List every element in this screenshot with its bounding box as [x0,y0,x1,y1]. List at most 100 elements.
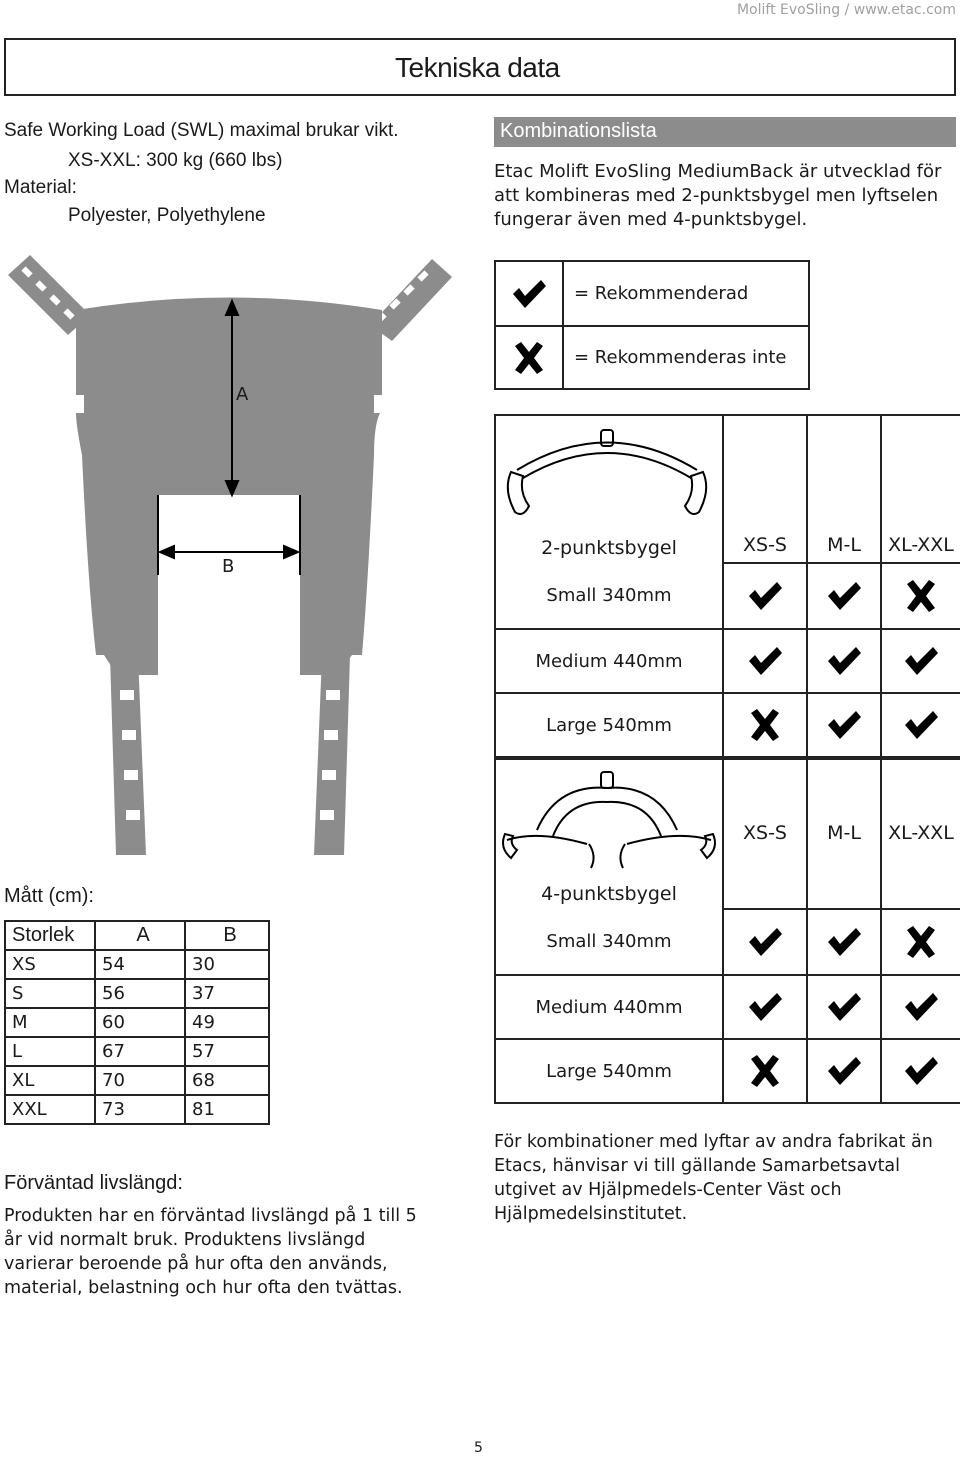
check-icon [826,711,862,739]
four-point-bar-cell: 4-punktsbygel [494,758,724,909]
b-cell: 37 [184,978,270,1009]
b-cell: 30 [184,949,270,980]
mark-cell [806,1038,882,1104]
dimension-a [224,298,240,498]
mark-cell [880,974,960,1040]
mark-cell [806,692,882,758]
four-point-title: 4-punktsbygel [541,883,677,905]
check-icon [826,928,862,956]
check-icon [826,647,862,675]
four-point-row-small: Small 340mm [494,909,724,976]
title-box [4,38,956,96]
mark-cell [880,1038,960,1104]
a-cell: 73 [94,1094,186,1125]
b-cell: 49 [184,1007,270,1038]
right-leg-strap [314,655,350,855]
left-leg-strap [110,655,146,855]
label-b: B [222,556,235,577]
a-cell: 67 [94,1036,186,1067]
a-cell: 70 [94,1065,186,1096]
mark-cell [880,908,960,976]
kombinationslista-text: Etac Molift EvoSling MediumBack är utvec… [494,161,942,230]
check-icon [747,582,783,610]
size-header-xl-xxl: XL-XXL [880,414,960,564]
size-cell: M [4,1007,96,1038]
a-cell: 54 [94,949,186,980]
size-cell: S [4,978,96,1009]
mark-cell [722,562,808,630]
check-icon [903,647,939,675]
four-point-bar-icon [502,771,716,869]
two-point-bar-cell: 2-punktsbygel [494,414,724,563]
cross-icon [747,1055,783,1087]
four-point-row-large: Large 540mm [494,1038,724,1104]
measurements-title: Mått (cm): [4,885,94,907]
check-icon [903,1057,939,1085]
page-title: Tekniska data [395,52,560,83]
mark-cell [722,628,808,694]
b-cell: 68 [184,1065,270,1096]
kombinationslista-title: Kombinationslista [500,120,657,142]
cross-icon [903,580,939,612]
size-cell: XL [4,1065,96,1096]
label-a: A [236,384,249,405]
size-cell: XS [4,949,96,980]
mark-cell [722,974,808,1040]
size-header-m-l: M-L [806,758,882,910]
cross-icon [903,926,939,958]
b-cell: 81 [184,1094,270,1125]
page-number: 5 [474,1440,483,1456]
two-point-row-small: Small 340mm [494,563,724,630]
size-header-xl-xxl: XL-XXL [880,758,960,910]
check-icon [747,928,783,956]
mark-cell [722,908,808,976]
check-icon [903,993,939,1021]
size-cell: XXL [4,1094,96,1125]
legend-not-recommended: = Rekommenderas inte [574,347,787,368]
measurements-header-size: Storlek [4,920,96,951]
dimension-b [157,495,301,575]
swl-label: Safe Working Load (SWL) maximal brukar v… [4,120,399,141]
legend: = Rekommenderad = Rekommenderas inte [494,260,810,390]
mark-cell [880,692,960,758]
check-icon [496,262,564,325]
size-header-xs-s: XS-S [722,758,808,910]
running-title: Molift EvoSling / www.etac.com [736,2,956,18]
lifetime-text: Produkten har en förväntad livslängd på … [4,1206,417,1298]
measurements-header-b: B [185,920,270,951]
measurements-header-a: A [95,920,186,951]
four-point-row-medium: Medium 440mm [494,974,724,1040]
size-header-xs-s: XS-S [722,414,808,564]
b-cell: 57 [184,1036,270,1067]
mark-cell [806,562,882,630]
two-point-table: 2-punktsbygel XS-S M-L XL-XXL Small 340m… [494,414,960,758]
legend-recommended: = Rekommenderad [574,283,749,304]
mark-cell [880,562,960,630]
two-point-title: 2-punktsbygel [541,537,677,559]
mark-cell [880,628,960,694]
mark-cell [722,1038,808,1104]
size-header-m-l: M-L [806,414,882,564]
right-top-strap [370,259,452,341]
cross-icon [747,709,783,741]
swl-value: XS-XXL: 300 kg (660 lbs) [68,150,283,171]
check-icon [747,993,783,1021]
size-cell: L [4,1036,96,1067]
a-cell: 60 [94,1007,186,1038]
left-top-strap [8,255,90,335]
check-icon [903,711,939,739]
check-icon [826,993,862,1021]
kombinationslista-bar [494,117,956,147]
a-cell: 56 [94,978,186,1009]
mark-cell [722,692,808,758]
two-point-row-large: Large 540mm [494,692,724,758]
check-icon [826,1057,862,1085]
material-label: Material: [4,177,77,198]
two-point-bar-icon [506,429,708,515]
two-point-row-medium: Medium 440mm [494,628,724,694]
check-icon [747,647,783,675]
mark-cell [806,908,882,976]
lifetime-title: Förväntad livslängd: [4,1172,183,1194]
footer-note: För kombinationer med lyftar av andra fa… [494,1132,933,1224]
